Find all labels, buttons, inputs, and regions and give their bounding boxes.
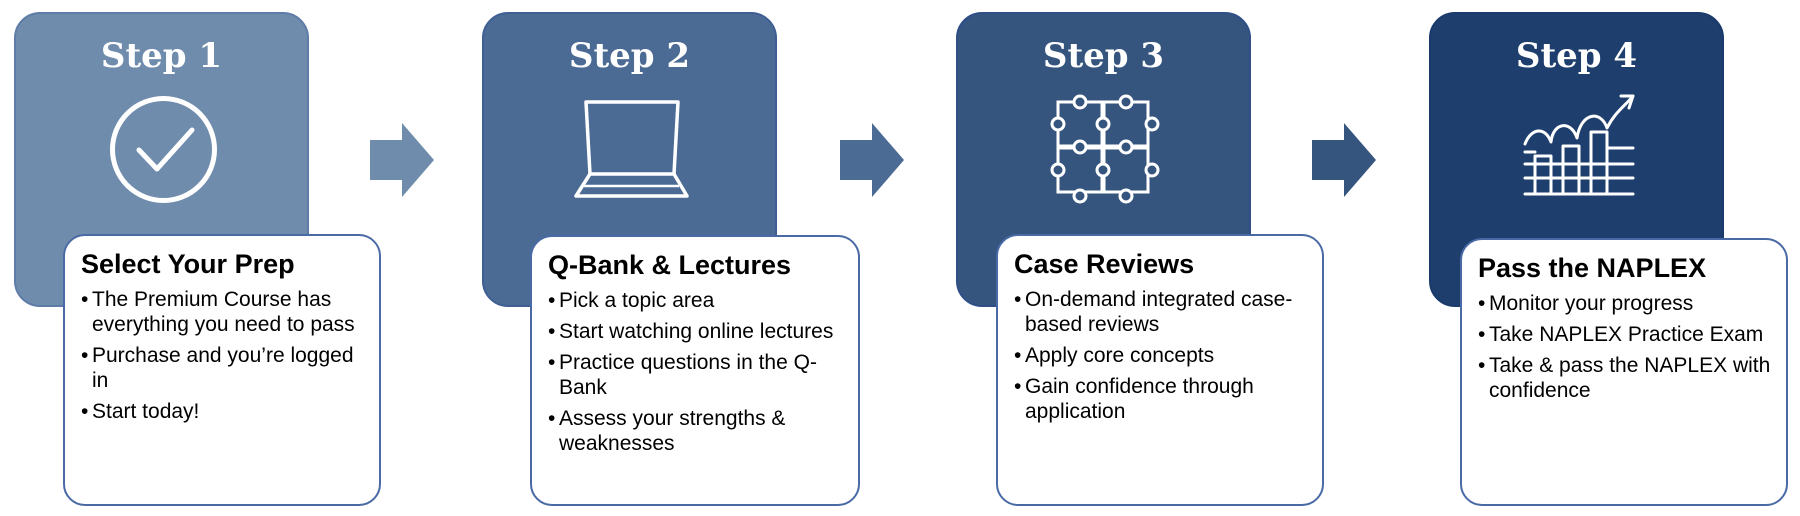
step-2-card-title: Q-Bank & Lectures xyxy=(548,250,792,280)
step-3-card: Case Reviews On-demand integrated case-b… xyxy=(996,234,1324,506)
step-3-bullet-list: On-demand integrated case-based reviews … xyxy=(1014,287,1308,424)
growth-chart-icon xyxy=(1523,94,1635,196)
step-4-bullet-list: Monitor your progress Take NAPLEX Practi… xyxy=(1478,291,1772,403)
list-item: Take & pass the NAPLEX with confidence xyxy=(1478,353,1772,403)
step-2-bullet-list: Pick a topic area Start watching online … xyxy=(548,288,844,456)
list-item: Purchase and you’re logged in xyxy=(81,343,365,393)
step-3-label: Step 3 xyxy=(1042,36,1165,76)
list-item: On-demand integrated case-based reviews xyxy=(1014,287,1308,337)
step-4-label: Step 4 xyxy=(1515,36,1638,76)
list-item: Start today! xyxy=(81,399,365,424)
step-2: Step 2 Q-Bank & Lectures Pick a topic ar… xyxy=(0,0,860,516)
arrow-right-icon xyxy=(370,123,434,197)
list-item: Start watching online lectures xyxy=(548,319,844,344)
arrow-right-icon xyxy=(840,123,904,197)
step-1: Step 1 Select Your Prep The Premium Cour… xyxy=(0,0,640,516)
puzzle-icon xyxy=(1050,94,1160,204)
list-item: Pick a topic area xyxy=(548,288,844,313)
step-1-card-title: Select Your Prep xyxy=(81,249,295,279)
list-item: Gain confidence through application xyxy=(1014,374,1308,424)
step-1-card: Select Your Prep The Premium Course has … xyxy=(63,234,381,506)
list-item: Practice questions in the Q-Bank xyxy=(548,350,844,400)
check-circle-icon xyxy=(110,96,217,203)
step-2-label: Step 2 xyxy=(568,36,691,76)
list-item: Assess your strengths & weaknesses xyxy=(548,406,844,456)
step-1-bullet-list: The Premium Course has everything you ne… xyxy=(81,287,365,424)
list-item: The Premium Course has everything you ne… xyxy=(81,287,365,337)
step-4-card: Pass the NAPLEX Monitor your progress Ta… xyxy=(1460,238,1788,506)
laptop-icon xyxy=(574,100,689,198)
step-4-card-title: Pass the NAPLEX xyxy=(1478,253,1707,283)
list-item: Take NAPLEX Practice Exam xyxy=(1478,322,1772,347)
step-3: Step 3 Case Reviews xyxy=(0,0,1324,516)
list-item: Monitor your progress xyxy=(1478,291,1772,316)
step-1-label: Step 1 xyxy=(100,36,223,76)
step-3-card-title: Case Reviews xyxy=(1014,249,1195,279)
list-item: Apply core concepts xyxy=(1014,343,1308,368)
arrow-right-icon xyxy=(1312,123,1376,197)
step-2-card: Q-Bank & Lectures Pick a topic area Star… xyxy=(530,235,860,506)
